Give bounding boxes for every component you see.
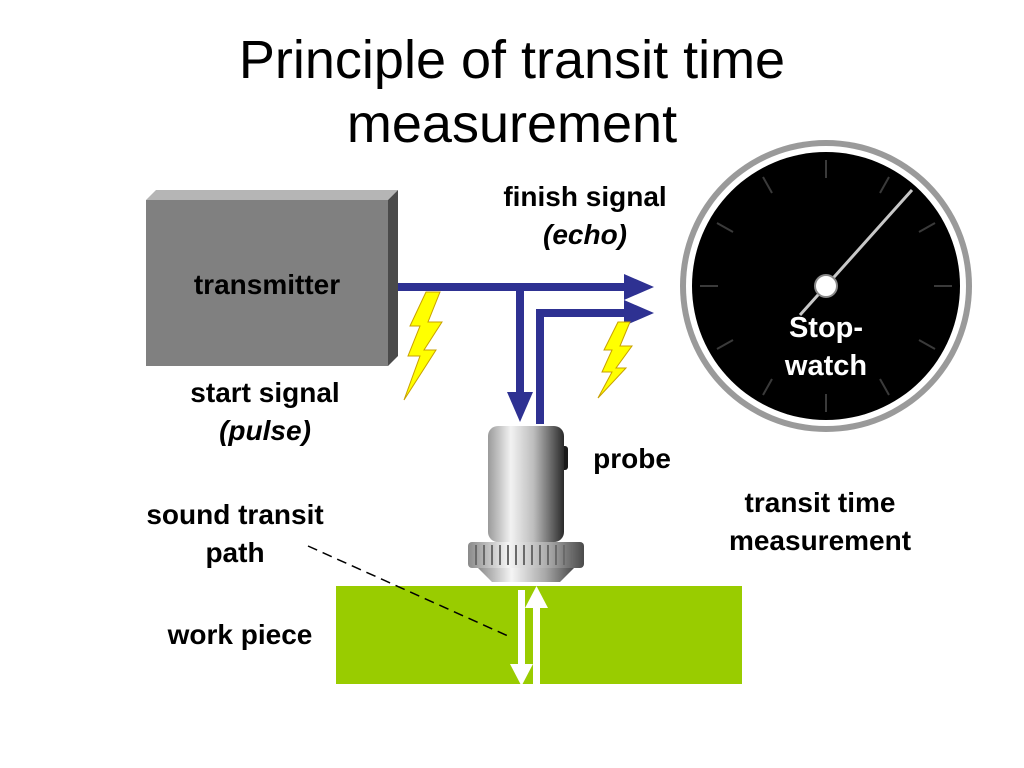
signal-lines bbox=[398, 283, 628, 424]
probe-icon bbox=[468, 426, 584, 582]
finish-signal-note: (echo) bbox=[543, 219, 627, 250]
arrow-head-right-upper bbox=[624, 274, 654, 300]
arrow-head-right-lower bbox=[624, 300, 654, 326]
stopwatch-line1: Stop- bbox=[788, 312, 864, 344]
transit-time-line2: measurement bbox=[728, 525, 912, 556]
probe-label: probe bbox=[593, 443, 671, 474]
finish-signal-label: finish signal (echo) bbox=[470, 178, 700, 254]
transmitter-box bbox=[146, 190, 398, 366]
echo-signal-line bbox=[536, 309, 628, 424]
stopwatch-icon bbox=[680, 140, 972, 432]
sound-path-label: sound transit path bbox=[110, 496, 360, 572]
finish-signal-text: finish signal bbox=[503, 181, 667, 212]
arrow-head-down bbox=[507, 392, 533, 422]
start-signal-text: start signal bbox=[190, 377, 340, 408]
page-title: Principle of transit time measurement bbox=[0, 28, 1024, 156]
lightning-icon bbox=[403, 291, 633, 401]
sound-path-line2: path bbox=[205, 537, 265, 568]
page-title-line1: Principle of transit time bbox=[238, 30, 786, 90]
start-signal-label: start signal (pulse) bbox=[150, 374, 380, 450]
transit-time-line1: transit time bbox=[744, 487, 896, 518]
work-piece-label: work piece bbox=[167, 619, 313, 650]
sound-path-line1: sound transit bbox=[146, 499, 324, 530]
stopwatch-line2: watch bbox=[784, 350, 868, 382]
sound-transit-arrows bbox=[510, 586, 548, 686]
start-signal-note: (pulse) bbox=[219, 415, 311, 446]
page-title-line2: measurement bbox=[346, 94, 678, 154]
stopwatch-label: Stop- watch bbox=[756, 309, 896, 385]
transit-time-label: transit time measurement bbox=[690, 484, 950, 560]
sound-path-pointer bbox=[307, 545, 509, 637]
transmitter-label: transmitter bbox=[193, 269, 341, 300]
